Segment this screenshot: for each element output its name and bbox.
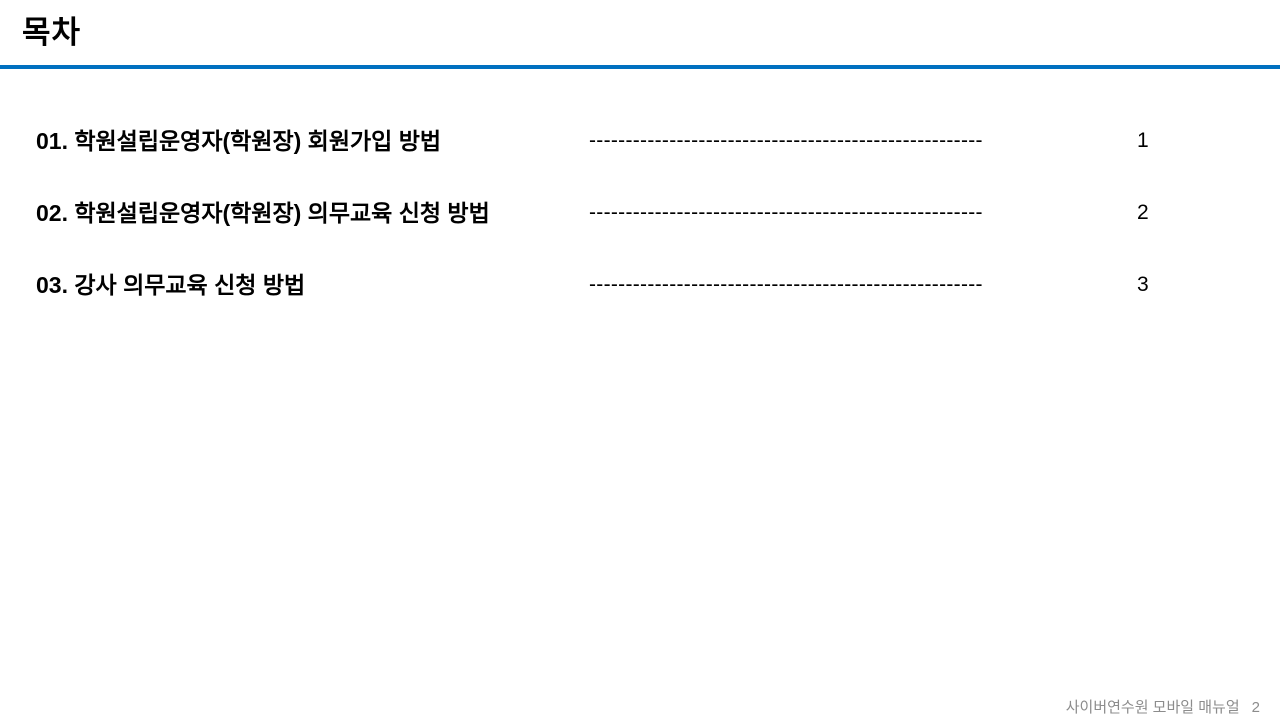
toc-item[interactable]: 02. 학원설립운영자(학원장) 의무교육 신청 방법 ------------… [36, 196, 1236, 268]
toc-item-label: 03. 강사 의무교육 신청 방법 [36, 272, 306, 298]
toc-page-number: 1 [1137, 129, 1149, 152]
title-divider [0, 65, 1280, 69]
slide-footer: 사이버연수원 모바일 매뉴얼 2 [1066, 697, 1260, 719]
toc-item[interactable]: 01. 학원설립운영자(학원장) 회원가입 방법 ---------------… [36, 124, 1236, 196]
toc-leader-dashes: ----------------------------------------… [589, 273, 983, 296]
table-of-contents: 01. 학원설립운영자(학원장) 회원가입 방법 ---------------… [36, 124, 1236, 340]
toc-page-number: 2 [1137, 201, 1149, 224]
toc-page-number: 3 [1137, 273, 1149, 296]
toc-item[interactable]: 03. 강사 의무교육 신청 방법 ----------------------… [36, 268, 1236, 340]
toc-leader-dashes: ----------------------------------------… [589, 201, 983, 224]
footer-page-number: 2 [1251, 699, 1260, 716]
page-title: 목차 [22, 15, 82, 50]
toc-leader-dashes: ----------------------------------------… [589, 129, 983, 152]
footer-text: 사이버연수원 모바일 매뉴얼 [1065, 699, 1240, 716]
toc-item-label: 01. 학원설립운영자(학원장) 회원가입 방법 [36, 128, 442, 154]
toc-item-label: 02. 학원설립운영자(학원장) 의무교육 신청 방법 [36, 200, 490, 226]
